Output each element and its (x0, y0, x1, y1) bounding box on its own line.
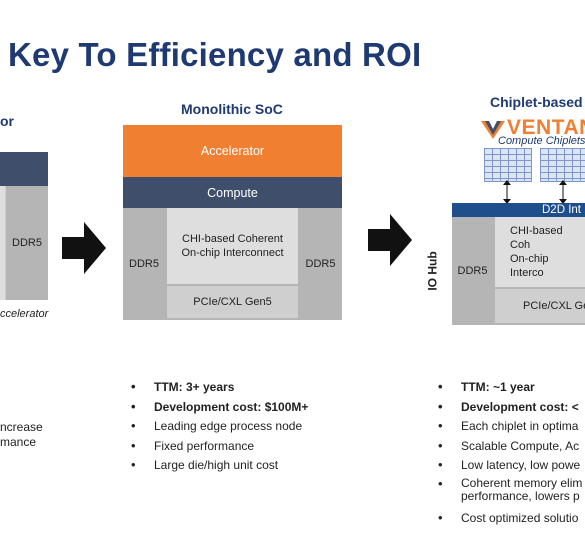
double-arrow-icon (559, 180, 567, 204)
ventana-logo-icon (481, 121, 505, 139)
chiplet-bullet: Coherent memory elim performance, lowers… (435, 476, 582, 504)
chiplet-heading: Chiplet-based (490, 94, 583, 110)
mono-bullet-list: TTM: 3+ years Development cost: $100M+ L… (128, 379, 308, 477)
d2d-interface-label: D2D Int (542, 204, 581, 216)
chiplet-bullet: Each chiplet in optima (435, 418, 582, 434)
double-arrow-icon (503, 180, 511, 204)
mono-ddr-right-label: DDR5 (305, 258, 336, 270)
compute-chiplet-1 (484, 148, 532, 182)
mono-pcie-label: PCIe/CXL Gen5 (193, 296, 272, 308)
mono-heading: Monolithic SoC (181, 101, 283, 117)
mono-bullet: TTM: 3+ years (128, 379, 308, 395)
mono-ddr-left-label: DDR5 (129, 258, 159, 270)
chiplet-bullet: TTM: ~1 year (435, 379, 582, 395)
left-caption: ccelerator (0, 308, 49, 320)
slide-title: Key To Efficiency and ROI (8, 36, 422, 73)
chiplet-interconnect-label: CHI-based Coh On-chip Interco (510, 225, 563, 279)
mono-ddr-left: DDR5 (123, 208, 165, 320)
left-bullet-fragment-1: ncrease (0, 420, 43, 434)
mono-accelerator-label: Accelerator (200, 144, 265, 158)
mono-interconnect-label: CHI-based Coherent On-chip Interconnect (181, 233, 284, 259)
chiplet-bullet: Cost optimized solutio (435, 510, 582, 526)
mono-bullet: Development cost: $100M+ (128, 399, 308, 415)
chiplet-pcie-label: PCIe/CXL Gen (523, 300, 585, 312)
left-ddr-block: DDR5 (6, 186, 48, 300)
left-compute-block (0, 152, 48, 186)
left-bullet-fragment-2: mance (0, 435, 37, 449)
mono-ddr-right: DDR5 (299, 208, 342, 320)
chiplet-bullet-list: TTM: ~1 year Development cost: < Each ch… (435, 379, 582, 529)
io-hub-label: IO Hub (425, 251, 440, 291)
mono-pcie-block: PCIe/CXL Gen5 (167, 286, 298, 318)
mono-bullet: Large die/high unit cost (128, 457, 308, 473)
d2d-interface-bar: D2D Int (452, 203, 585, 217)
chiplet-ddr-block: DDR5 (452, 217, 493, 325)
io-hub-label-wrap: IO Hub (425, 247, 451, 297)
chiplet-ddr-label: DDR5 (457, 265, 488, 277)
left-ddr-label: DDR5 (12, 237, 42, 249)
right-arrow-icon (368, 214, 412, 266)
ventana-logo-text: VENTANA (507, 116, 585, 139)
chiplet-bullet: Low latency, low powe (435, 457, 582, 473)
chiplet-interconnect-block: CHI-based Coh On-chip Interco (495, 217, 585, 287)
compute-chiplet-2 (540, 148, 585, 182)
chiplet-pcie-block: PCIe/CXL Gen (495, 289, 585, 323)
mono-bullet: Fixed performance (128, 438, 308, 454)
mono-compute-label: Compute (207, 185, 258, 200)
mono-compute-block: Compute (123, 177, 342, 208)
left-section-heading: or (0, 113, 14, 129)
mono-interconnect-block: CHI-based Coherent On-chip Interconnect (167, 208, 298, 284)
right-arrow-icon (62, 222, 106, 274)
mono-accelerator-block: Accelerator (123, 125, 342, 177)
chiplet-bullet: Development cost: < (435, 399, 582, 415)
compute-chiplets-label: Compute Chiplets (498, 135, 585, 147)
mono-bullet: Leading edge process node (128, 418, 308, 434)
chiplet-bullet: Scalable Compute, Ac (435, 438, 582, 454)
